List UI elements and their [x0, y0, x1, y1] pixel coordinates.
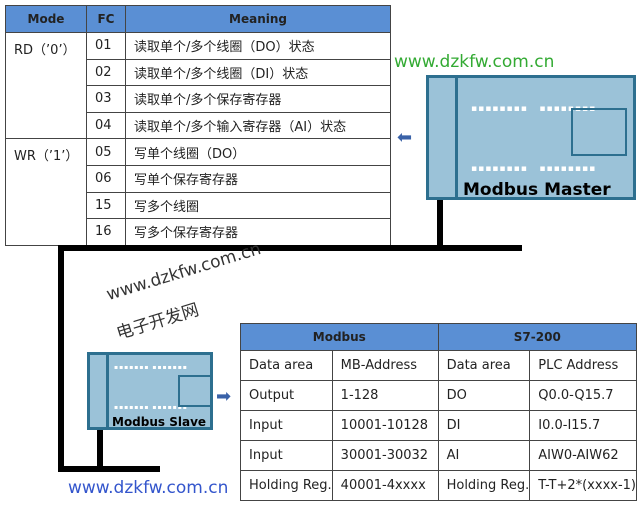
mode-rd: RD（’0’） — [5, 31, 87, 140]
fc-cell: 04 — [86, 111, 126, 140]
meaning-cell: 写多个保存寄存器 — [125, 218, 391, 246]
meaning-cell: 读取单个/多个线圈（DI）状态 — [125, 58, 391, 87]
fc-cell: 05 — [86, 138, 126, 166]
header-s7-200: S7-200 — [437, 323, 638, 351]
fc-cell: 06 — [86, 164, 126, 193]
meaning-cell: 读取单个/多个保存寄存器 — [125, 85, 391, 113]
slave-label: Modbus Slave — [112, 415, 207, 429]
table-header-row: Mode FC Meaning — [5, 5, 391, 33]
cell: AI — [437, 440, 531, 471]
cell: 1-128 — [331, 380, 439, 411]
bus-line-vertical — [58, 245, 64, 472]
mode-wr: WR（’1’） — [5, 138, 87, 246]
meaning-cell: 写单个线圈（DO） — [125, 138, 391, 166]
meaning-cell: 读取单个/多个线圈（DO）状态 — [125, 32, 391, 60]
meaning-cell: 读取单个/多个输入寄存器（AI）状态 — [125, 111, 391, 140]
plc-window — [178, 375, 212, 407]
fc-cell: 02 — [86, 58, 126, 87]
header-mode: Mode — [5, 5, 87, 33]
cell: AIW0-AIW62 — [529, 440, 637, 471]
watermark-blue: www.dzkfw.com.cn — [68, 478, 229, 498]
meaning-cell: 写多个线圈 — [125, 191, 391, 220]
plc-side-panel — [90, 355, 109, 427]
cell: Data area — [437, 350, 531, 381]
cell: Data area — [240, 350, 333, 381]
cell: PLC Address — [529, 350, 637, 381]
bus-line-master-drop — [437, 198, 443, 250]
cell: Holding Reg. — [240, 470, 333, 501]
cell: Input — [240, 440, 333, 471]
arrow-right-icon: ➡ — [216, 386, 232, 407]
fc-cell: 16 — [86, 218, 126, 246]
fc-cell: 15 — [86, 191, 126, 220]
master-label: Modbus Master — [463, 180, 611, 200]
header-meaning: Meaning — [125, 5, 391, 33]
header-fc: FC — [86, 5, 126, 33]
cell: 10001-10128 — [331, 410, 439, 441]
cell: Q0.0-Q15.7 — [529, 380, 637, 411]
cell: Output — [240, 380, 333, 411]
io-leds-icon: ▪▪▪▪▪▪▪ ▪▪▪▪▪▪▪ — [114, 364, 188, 371]
table-header-row: Modbus S7-200 — [240, 323, 638, 351]
cell: 30001-30032 — [331, 440, 439, 471]
cell: T-T+2*(xxxx-1) — [529, 470, 637, 501]
watermark-green: www.dzkfw.com.cn — [394, 52, 555, 72]
fc-cell: 03 — [86, 85, 126, 113]
modbus-master-plc: ▪▪▪▪▪▪▪▪ ▪▪▪▪▪▪▪▪ ▪▪▪▪▪▪▪▪ ▪▪▪▪▪▪▪▪ Modb… — [426, 75, 636, 200]
bus-line-top — [58, 245, 522, 251]
cell: Input — [240, 410, 333, 441]
bus-line-bottom — [58, 466, 160, 472]
cell: MB-Address — [331, 350, 439, 381]
io-leds-icon: ▪▪▪▪▪▪▪ ▪▪▪▪▪▪▪ — [114, 404, 188, 411]
bus-line-slave-drop — [97, 428, 103, 468]
cell: Holding Reg. — [437, 470, 531, 501]
plc-window — [571, 108, 627, 156]
io-leds-icon: ▪▪▪▪▪▪▪▪ ▪▪▪▪▪▪▪▪ — [471, 104, 597, 114]
cell: DI — [437, 410, 531, 441]
cell: DO — [437, 380, 531, 411]
header-modbus: Modbus — [240, 323, 439, 351]
cell: 40001-4xxxx — [331, 470, 439, 501]
arrow-left-icon: ⬅ — [397, 127, 413, 148]
watermark-cn: 电子开发网 — [114, 300, 202, 344]
meaning-cell: 写单个保存寄存器 — [125, 164, 391, 193]
io-leds-icon: ▪▪▪▪▪▪▪▪ ▪▪▪▪▪▪▪▪ — [471, 164, 597, 174]
modbus-slave-plc: ▪▪▪▪▪▪▪ ▪▪▪▪▪▪▪ ▪▪▪▪▪▪▪ ▪▪▪▪▪▪▪ Modbus S… — [87, 352, 213, 430]
plc-side-panel — [429, 78, 458, 197]
cell: I0.0-I15.7 — [529, 410, 637, 441]
fc-cell: 01 — [86, 32, 126, 60]
